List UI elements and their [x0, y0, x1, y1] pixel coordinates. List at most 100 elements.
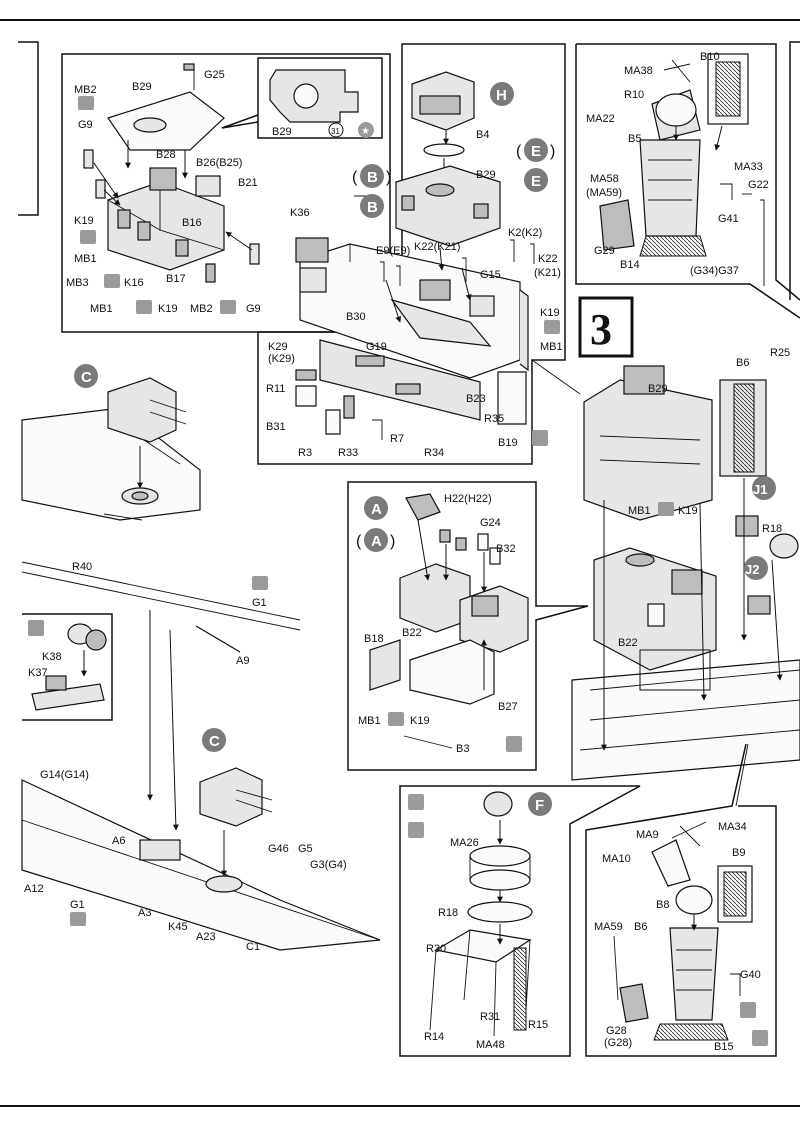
label-mb1-b: MB1 [90, 303, 113, 315]
svg-text:★: ★ [361, 126, 370, 137]
label-b8: B8 [656, 899, 669, 911]
label-e9: E9(E9) [376, 245, 410, 257]
label-ma34: MA34 [718, 821, 747, 833]
label-r34: R34 [424, 447, 444, 459]
label-b6-aft: B6 [634, 921, 647, 933]
label-g24: G24 [480, 517, 501, 529]
panel-aft-funnel: MA9 MA34 MA10 B9 B8 MA59 B6 G40 G28 (G28… [585, 743, 777, 1057]
label-g9-b: G9 [246, 303, 261, 315]
label-g29: G29 [594, 245, 615, 257]
label-k37: K37 [28, 667, 48, 679]
label-k19-sub: K19 [410, 715, 430, 727]
svg-text:J1: J1 [753, 482, 767, 497]
label-b3: B3 [456, 743, 469, 755]
label-g41: G41 [718, 213, 739, 225]
badge-e-paren: ( E ) [516, 138, 555, 162]
label-mb1-c: MB1 [540, 341, 563, 353]
label-b14: B14 [620, 259, 640, 271]
panel-bridge-assembly: B4 B29 K36 E9(E9) K22(K21) K2(K2) K22 (K… [257, 43, 566, 465]
label-mb1-main: MB1 [628, 505, 651, 517]
label-b29: B29 [132, 81, 152, 93]
label-b31: B31 [266, 421, 286, 433]
connector-aft-funnel [735, 743, 749, 807]
right-edge-panel [789, 41, 800, 300]
svg-text:C: C [209, 733, 220, 750]
label-mb2-b: MB2 [190, 303, 213, 315]
label-r10: R10 [624, 89, 644, 101]
label-r11: R11 [266, 383, 285, 395]
svg-text:B: B [367, 169, 378, 186]
label-a6: A6 [112, 835, 125, 847]
label-k38: K38 [42, 651, 62, 663]
badge-c-lower: C [202, 728, 226, 752]
label-a12: A12 [24, 883, 44, 895]
label-r7: R7 [390, 433, 404, 445]
label-k16: K16 [124, 277, 144, 289]
label-b15: B15 [714, 1041, 734, 1053]
callout-b29-detail: B29 31 ★ [269, 69, 374, 138]
label-b23: B23 [466, 393, 486, 405]
label-b5: B5 [628, 133, 641, 145]
label-c1: C1 [246, 941, 260, 953]
svg-text:(: ( [352, 169, 358, 186]
label-b27: B27 [498, 701, 518, 713]
svg-text:C: C [81, 369, 92, 386]
label-k45: K45 [168, 921, 188, 933]
label-b29-b: B29 [476, 169, 496, 181]
label-k21-paren: (K21) [534, 267, 561, 279]
label-b32: B32 [496, 543, 516, 555]
label-b29-detail: B29 [272, 126, 292, 138]
left-edge-panel [18, 41, 39, 216]
label-b9: B9 [732, 847, 745, 859]
label-g40: G40 [740, 969, 761, 981]
panel-b22-assembly: H22(H22) G24 B32 B22 B18 MB1 K19 B27 B3 [347, 481, 589, 771]
label-r15: R15 [528, 1019, 548, 1031]
svg-text:F: F [535, 797, 544, 814]
label-mb1-sub: MB1 [358, 715, 381, 727]
part-g29 [599, 199, 635, 251]
hull-assembly: R40 G1 A9 G14(G14) A6 A12 G1 A3 K45 A23 … [21, 377, 381, 953]
part-r18 [467, 901, 533, 923]
svg-text:E: E [531, 173, 541, 190]
paint-chip-mb2 [78, 96, 94, 110]
label-ma33: MA33 [734, 161, 763, 173]
svg-text:): ) [390, 533, 395, 550]
part-b14 [639, 235, 707, 257]
svg-text:A: A [371, 533, 382, 550]
label-r30: R30 [426, 943, 446, 955]
svg-text:E: E [531, 143, 541, 160]
label-r25: R25 [770, 347, 790, 359]
panel-searchlight-platform: MA26 R18 R30 R31 R14 R15 MA48 [399, 785, 641, 1057]
panel-funnel-top: B10 MA38 R10 MA22 B5 MA33 MA58 (MA59) G2… [575, 43, 800, 319]
label-b16: B16 [182, 217, 202, 229]
label-a9: A9 [236, 655, 249, 667]
label-b29-main: B29 [648, 383, 668, 395]
label-h22: H22(H22) [444, 493, 492, 505]
part-b29-deck [107, 91, 225, 151]
label-k2: K2(K2) [508, 227, 542, 239]
svg-text:A: A [371, 501, 382, 518]
svg-text:(: ( [356, 533, 362, 550]
part-searchlight [483, 791, 513, 817]
label-r35: R35 [484, 413, 504, 425]
badge-b-paren: ( B ) [352, 164, 391, 188]
label-ma38: MA38 [624, 65, 653, 77]
label-a3: A3 [138, 907, 151, 919]
badge-c-upper: C [74, 364, 98, 388]
label-k19-c: K19 [540, 307, 560, 319]
label-g3-g4: G3(G4) [310, 859, 347, 871]
part-b29-bridge [395, 165, 501, 247]
badge-j2: J2 [744, 556, 768, 580]
svg-text:3: 3 [590, 305, 612, 354]
label-r40: R40 [72, 561, 92, 573]
badge-e: E [524, 168, 548, 192]
label-r18-main: R18 [762, 523, 782, 535]
label-ma48: MA48 [476, 1039, 505, 1051]
label-a23: A23 [196, 931, 216, 943]
label-k19-main: K19 [678, 505, 698, 517]
hull-deck-main [571, 659, 800, 781]
label-ma9: MA9 [636, 829, 659, 841]
label-k19: K19 [74, 215, 94, 227]
part-ma48-ladder [513, 947, 527, 1031]
connector-bridge-main [531, 359, 581, 395]
